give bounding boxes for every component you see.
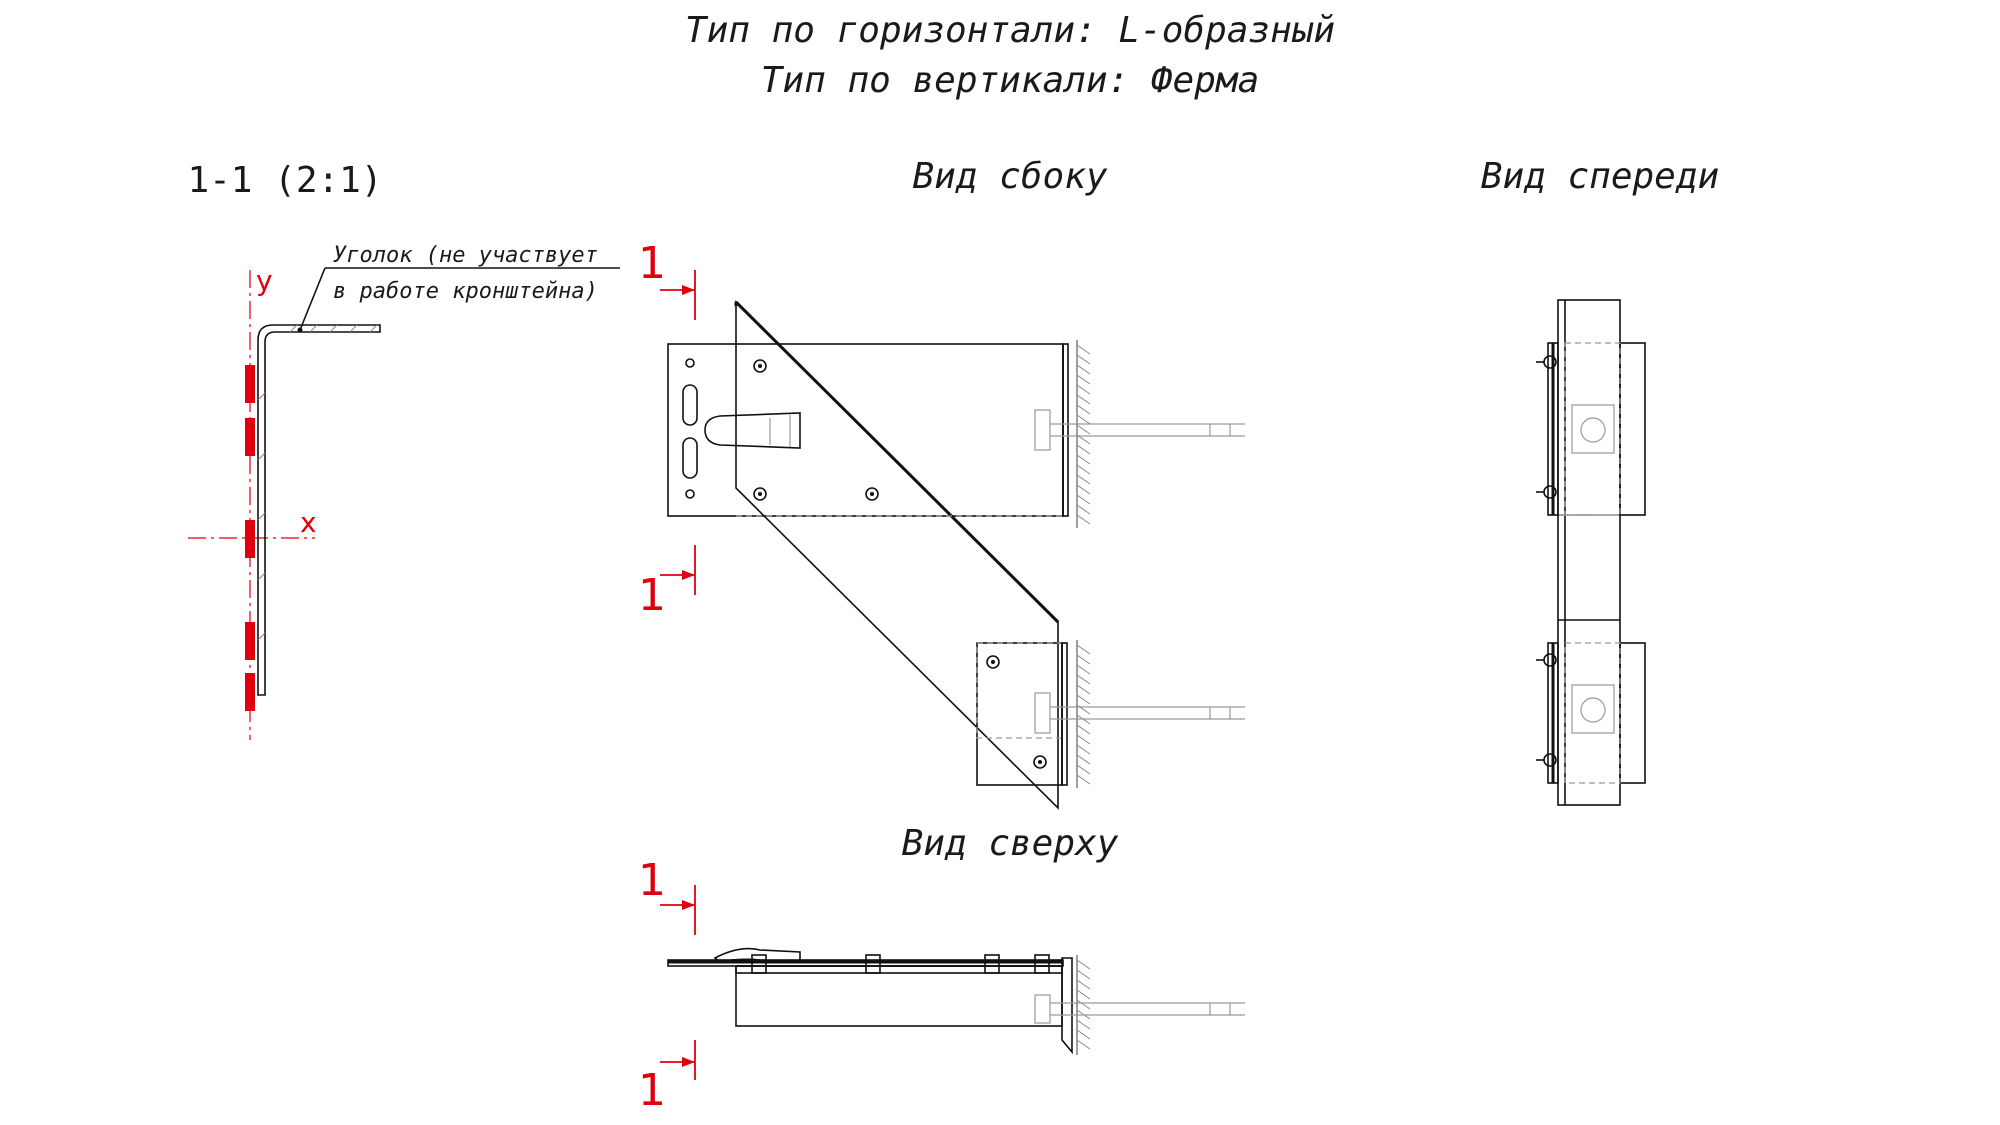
wall-hatch-line [1076,354,1091,365]
angle-note-line1: Уголок (не участвует [333,243,598,268]
wall-hatch-line [1076,764,1091,775]
section-marker-top-view-upper: 1 [638,855,666,906]
y-axis-label: y [256,264,273,297]
front-view-drawing [1536,299,1646,806]
wall-hatch-line [1076,434,1091,445]
section-marker-top: 1 [638,238,666,289]
wall-hatch-line [1076,724,1091,735]
wall-hatch-line [1076,494,1091,505]
wall-hatch-line [1076,394,1091,405]
wall-hatch-line [1076,774,1091,785]
wall-hatch-line [1076,444,1091,455]
wall-hatch-line [1076,664,1091,675]
wall-hatch-line [1076,514,1091,525]
wall-hatch-line [1076,674,1091,685]
wall-hatch-line [1076,504,1091,515]
wall-hatch-line [1076,464,1091,475]
wall-hatch-line [1076,424,1091,435]
wall-hatch-line [1076,999,1091,1010]
vertical-type-title: Тип по вертикали: Ферма [761,60,1260,101]
wall-hatch-line [1076,644,1091,655]
wall-hatch-line [1076,754,1091,765]
section-view-title: 1-1 (2:1) [187,160,382,201]
wall-hatch-line [1076,484,1091,495]
wall-hatch-line [1076,744,1091,755]
wall-hatch-line [1076,384,1091,395]
x-axis-label: x [300,506,317,539]
wall-hatch-line [1076,1019,1091,1030]
wall-hatch-line [1076,959,1091,970]
wall-hatch-line [1076,404,1091,415]
wall-hatch-line [1076,704,1091,715]
side-view-drawing: 1 1 [638,238,1245,1050]
wall-hatch-line [1076,694,1091,705]
wall-hatch-line [1076,454,1091,465]
wall-hatch-line [1076,414,1091,425]
top-view-title: Вид сверху [902,823,1119,864]
side-view-title: Вид сбоку [912,156,1107,197]
section-marker-bottom: 1 [638,570,666,621]
horizontal-type-title: Тип по горизонтали: L-образный [685,10,1335,51]
angle-note-line2: в работе кронштейна) [333,279,598,304]
wall-hatch-line [1076,364,1091,375]
front-view-title: Вид спереди [1481,156,1719,197]
section-1-1-drawing: y x Уголок (не участвует в работе кроншт… [188,243,620,740]
wall-hatch-line [1076,1039,1091,1050]
wall-hatch-line [1076,374,1091,385]
wall-hatch-line [1076,989,1091,1000]
wall-hatch-line [1076,969,1091,980]
top-view-drawing: 1 1 [638,855,1245,1116]
wall-hatch-line [1076,684,1091,695]
wall-hatch-line [1076,714,1091,725]
wall-hatch-line [1076,654,1091,665]
wall-hatch-line [1076,734,1091,745]
wall-hatch-line [1076,979,1091,990]
section-marker-top-view-lower: 1 [638,1065,666,1116]
wall-hatch-line [1076,474,1091,485]
wall-hatch-line [1076,344,1091,355]
wall-hatch-line [1076,1029,1091,1040]
